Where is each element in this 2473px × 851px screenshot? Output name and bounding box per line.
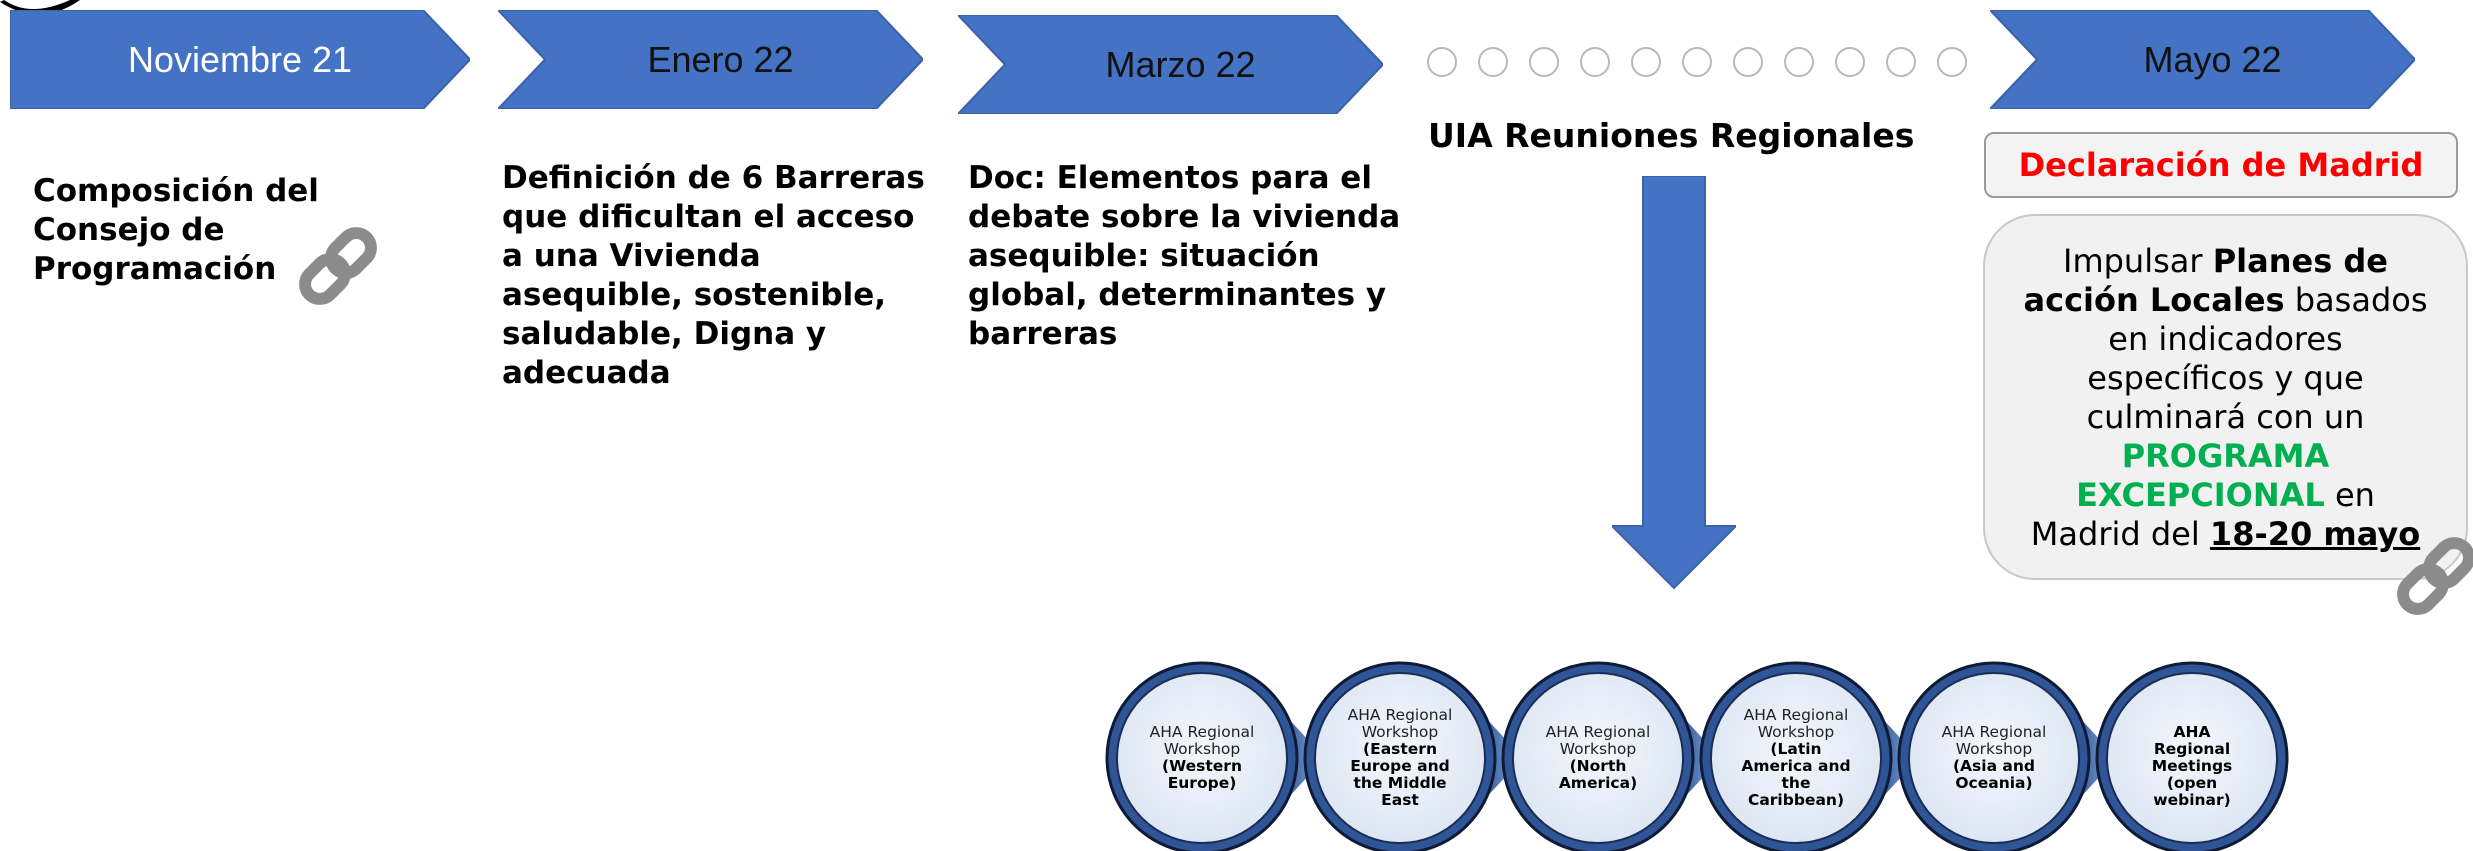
text-line: Doc: Elementos para el — [968, 160, 1372, 196]
action-plan-box: Impulsar Planes de acción Locales basado… — [1983, 214, 2468, 580]
workshop-region: (Western Europe) — [1162, 757, 1242, 792]
dot-icon — [1733, 47, 1763, 77]
workshop-title: AHA Regional Workshop — [1941, 723, 2047, 758]
text-line: global, determinantes y — [968, 277, 1387, 313]
workshop-latin-america: AHA Regional Workshop (Latin America and… — [1737, 707, 1855, 809]
arrow-down-icon — [1612, 176, 1736, 590]
timeline-chevron-marzo: Marzo 22 — [958, 15, 1383, 114]
corner-logo-fragment — [0, 0, 80, 12]
workshop-region: (Asia and Oceania) — [1952, 757, 2036, 792]
workshop-asia-oceania: AHA Regional Workshop (Asia and Oceania) — [1935, 724, 2053, 792]
text-line: que dificultan el acceso — [502, 199, 915, 235]
timeline-chevron-enero: Enero 22 — [498, 10, 923, 109]
dot-icon — [1937, 47, 1967, 77]
programa-text: PROGRAMA — [2121, 437, 2330, 475]
workshop-title: AHA Regional Workshop — [1545, 723, 1651, 758]
text-line: barreras — [968, 316, 1118, 352]
dot-icon — [1682, 47, 1712, 77]
workshop-open-webinar: AHA Regional Meetings (open webinar) — [2133, 724, 2251, 809]
uia-title: UIA Reuniones Regionales — [1428, 116, 1915, 155]
timeline-label: Mayo 22 — [2143, 38, 2282, 80]
text-span: Madrid del — [2030, 515, 2210, 553]
date-text: 18-20 mayo — [2209, 515, 2421, 553]
text-span: basados — [2284, 281, 2428, 319]
declaracion-box: Declaración de Madrid — [1984, 132, 2458, 198]
workshop-north-america: AHA Regional Workshop (North America) — [1539, 724, 1657, 792]
text-line: Composición del — [33, 173, 319, 209]
dot-icon — [1427, 47, 1457, 77]
workshop-title: AHA Regional Workshop — [1743, 706, 1849, 741]
text-span: específicos y que — [2087, 359, 2364, 397]
text-span: Planes de — [2212, 242, 2388, 280]
timeline-label: Noviembre 21 — [127, 38, 353, 80]
text-line: Programación — [33, 251, 277, 287]
text-line: Definición de 6 Barreras — [502, 160, 925, 196]
dot-icon — [1478, 47, 1508, 77]
dot-icon — [1529, 47, 1559, 77]
workshop-region: AHA Regional Meetings (open webinar) — [2151, 723, 2233, 809]
text-span: en — [2324, 476, 2375, 514]
timeline-chevron-noviembre: Noviembre 21 — [10, 10, 470, 109]
text-line: saludable, Digna y — [502, 316, 827, 352]
text-span: en indicadores — [2108, 320, 2343, 358]
text-line: asequible: situación — [968, 238, 1320, 274]
marzo-text: Doc: Elementos para el debate sobre la v… — [968, 159, 1400, 354]
text-line: adecuada — [502, 355, 671, 391]
link-icon[interactable] — [292, 220, 384, 312]
workshop-title: AHA Regional Workshop — [1347, 706, 1453, 741]
text-line: asequible, sostenible, — [502, 277, 887, 313]
dot-icon — [1886, 47, 1916, 77]
dot-icon — [1580, 47, 1610, 77]
noviembre-text: Composición del Consejo de Programación — [33, 172, 319, 289]
text-span: culminará con un — [2086, 398, 2365, 436]
dot-icon — [1631, 47, 1661, 77]
timeline-chevron-mayo: Mayo 22 — [1990, 10, 2415, 109]
timeline-label: Enero 22 — [647, 38, 794, 80]
text-span: Impulsar — [2063, 242, 2213, 280]
text-line: Consejo de — [33, 212, 225, 248]
enero-text: Definición de 6 Barreras que dificultan … — [502, 159, 925, 393]
workshop-region: (Eastern Europe and the Middle East — [1350, 740, 1450, 809]
text-span: acción Locales — [2023, 281, 2285, 319]
dot-icon — [1835, 47, 1865, 77]
workshops-diagram — [1105, 661, 2289, 851]
workshop-region: (North America) — [1558, 757, 1638, 792]
workshop-eastern-europe: AHA Regional Workshop (Eastern Europe an… — [1341, 707, 1459, 809]
workshop-title: AHA Regional Workshop — [1149, 723, 1255, 758]
dot-icon — [1784, 47, 1814, 77]
excepcional-text: EXCEPCIONAL — [2076, 476, 2325, 514]
text-line: debate sobre la vivienda — [968, 199, 1401, 235]
link-icon[interactable] — [2390, 530, 2473, 622]
workshop-region: (Latin America and the Caribbean) — [1741, 740, 1851, 809]
workshop-western-europe: AHA Regional Workshop (Western Europe) — [1143, 724, 1261, 792]
text-line: a una Vivienda — [502, 238, 761, 274]
timeline-label: Marzo 22 — [1105, 43, 1256, 85]
